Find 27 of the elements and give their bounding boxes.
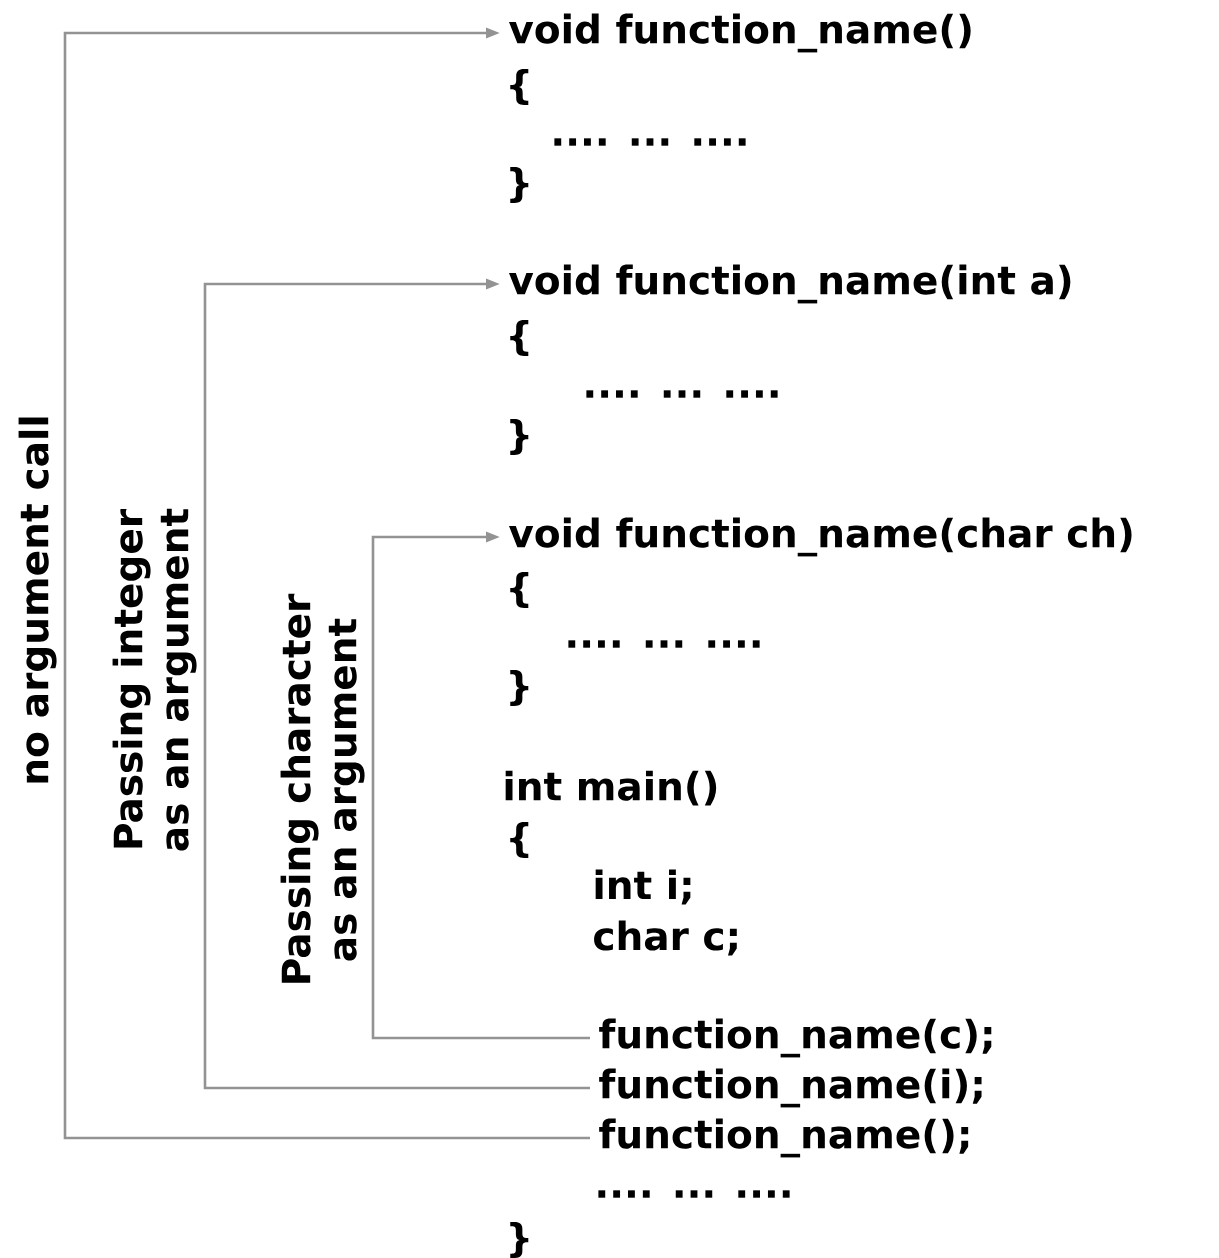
code-text: int main(): [505, 770, 717, 806]
code-text: .... ... ....: [598, 1190, 790, 1198]
code-text: {: [510, 320, 529, 356]
code-text: {: [510, 572, 529, 608]
code-text: {: [510, 69, 529, 105]
code-text: }: [510, 1222, 529, 1258]
code-text: }: [510, 419, 529, 455]
code-text: int i;: [595, 869, 691, 905]
code-text: .... ... ....: [554, 138, 746, 146]
code-text: .... ... ....: [568, 640, 760, 648]
code-line: void function_name(char ch): [509, 517, 1132, 557]
code-line: function_name(i);: [599, 1068, 982, 1108]
connector-arrow: [371, 531, 590, 1040]
code-text: }: [510, 670, 529, 706]
connector-arrow: [203, 278, 590, 1090]
code-text: }: [510, 167, 529, 203]
code-text: char c;: [594, 920, 737, 956]
edge-label: Passing integer as an argument: [112, 508, 197, 851]
code-line: function_name();: [599, 1118, 969, 1158]
code-text: {: [510, 822, 529, 858]
edge-label: Passing character as an argument: [280, 593, 365, 983]
code-line: function_name(c);: [599, 1018, 992, 1058]
edge-label: no argument call: [18, 417, 57, 783]
code-line: void function_name(int a): [509, 264, 1071, 304]
code-line: void function_name(): [509, 13, 971, 53]
connector-arrow: [63, 27, 590, 1140]
code-text: .... ... ....: [586, 390, 778, 398]
